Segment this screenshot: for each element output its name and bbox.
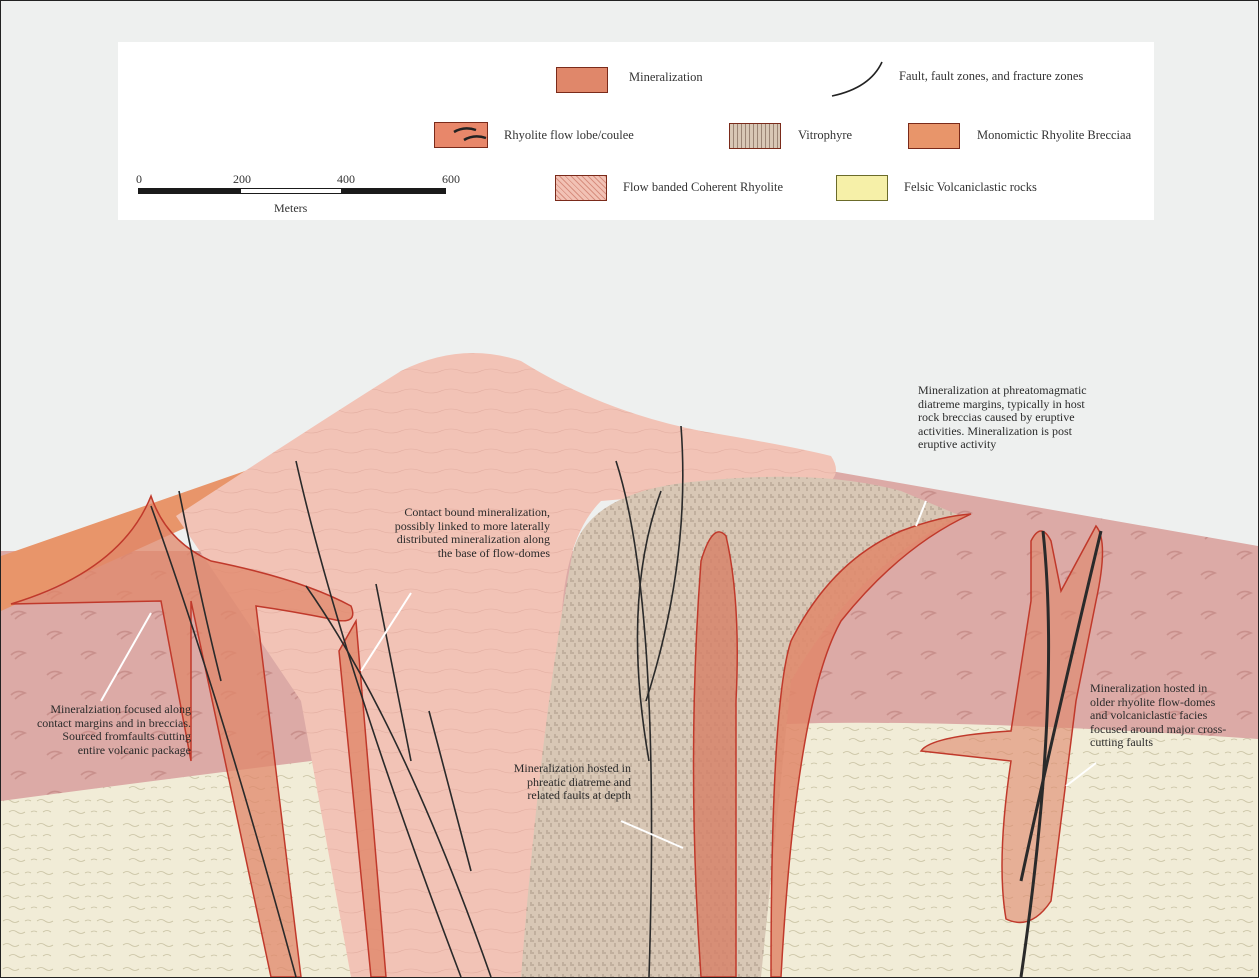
vitrophyre-label: Vitrophyre: [798, 128, 852, 143]
flow-banded-swatch: [555, 175, 607, 201]
monomictic-label: Monomictic Rhyolite Brecciaa: [977, 128, 1131, 143]
rhyolite-lobe-label: Rhyolite flow lobe/coulee: [504, 128, 634, 143]
flow-banded-label: Flow banded Coherent Rhyolite: [623, 180, 783, 195]
vitrophyre-swatch: [729, 123, 781, 149]
mineralization-swatch: [556, 67, 608, 93]
fault-label: Fault, fault zones, and fracture zones: [899, 69, 1083, 84]
felsic-label: Felsic Volcaniclastic rocks: [904, 180, 1037, 195]
note-phreatomagmatic: Mineralization at phreatomagmatic diatre…: [918, 384, 1087, 452]
scale-tick-600: 600: [442, 172, 460, 187]
scale-tick-400: 400: [337, 172, 355, 187]
mineralization-label: Mineralization: [629, 70, 703, 85]
scale-bar: [138, 188, 446, 194]
monomictic-swatch: [908, 123, 960, 149]
note-phreatic: Mineralization hosted in phreatic diatre…: [481, 762, 631, 803]
felsic-swatch: [836, 175, 888, 201]
scale-tick-200: 200: [233, 172, 251, 187]
mineralization-phreatic: [694, 532, 738, 977]
fault-line-icon: [830, 60, 886, 100]
note-contact: Mineralziation focused along contact mar…: [15, 703, 191, 757]
rhyolite-lobe-swatch: [434, 122, 488, 148]
note-older-domes: Mineralization hosted in older rhyolite …: [1090, 682, 1226, 750]
note-flowdome: Contact bound mineralization, possibly l…: [356, 506, 550, 560]
scale-unit: Meters: [274, 201, 307, 216]
scale-tick-0: 0: [136, 172, 142, 187]
legend: Mineralization Fault, fault zones, and f…: [118, 42, 1154, 220]
